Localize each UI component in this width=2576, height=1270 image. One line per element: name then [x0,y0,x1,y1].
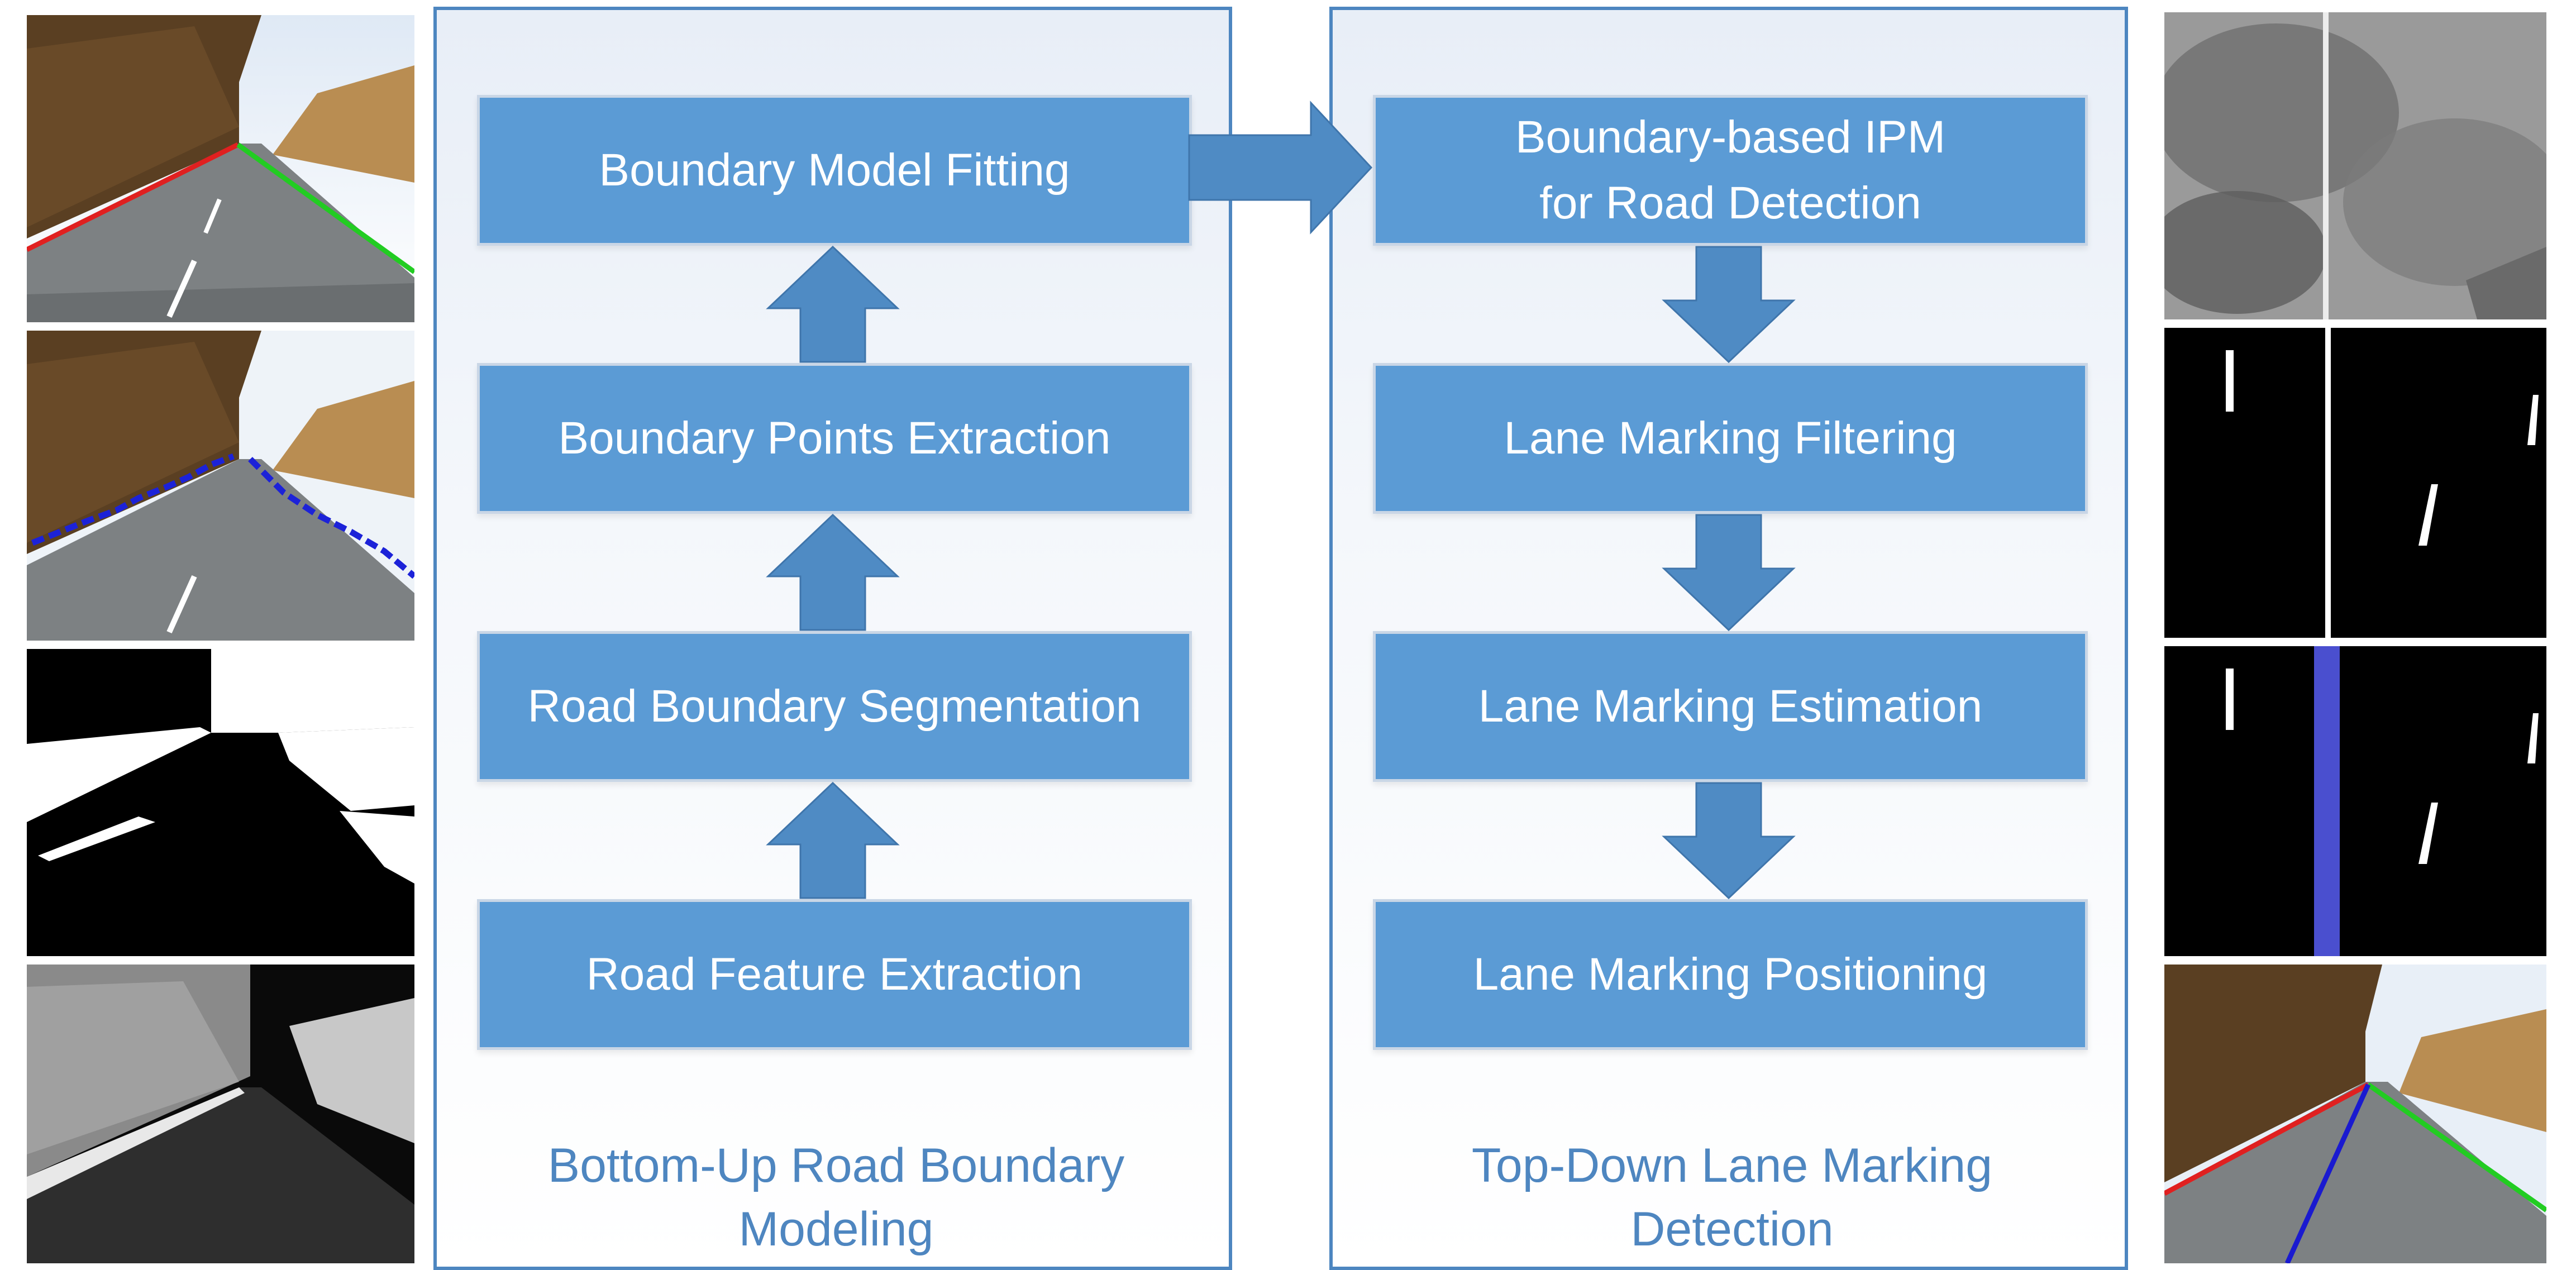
down-arrow-2 [1662,514,1796,632]
right-arrow-connector [1188,101,1373,235]
top-down-panel: Boundary-based IPM for Road Detection La… [1329,7,2128,1270]
up-arrow-1 [766,245,900,363]
lane-marking-positioning-box: Lane Marking Positioning [1373,899,2088,1050]
binary-segmentation-mask-image [27,649,414,956]
grayscale-feature-map-image [27,965,414,1263]
up-arrow-2 [766,513,900,631]
boundary-model-fitting-box: Boundary Model Fitting [477,95,1192,246]
top-down-label: Top-Down Lane Marking Detection [1471,1139,1993,1256]
bottom-up-panel: Boundary Model Fitting Boundary Points E… [433,7,1232,1270]
road-photo-positioned-lanes-image [2164,965,2546,1263]
filtered-lane-markings-image [2164,328,2546,638]
boundary-based-ipm-box: Boundary-based IPM for Road Detection [1373,95,2088,246]
down-arrow-3 [1662,782,1796,900]
road-photo-boundary-points-image [27,331,414,641]
bottom-up-label: Bottom-Up Road Boundary Modeling [547,1139,1125,1256]
road-boundary-segmentation-box: Road Boundary Segmentation [477,631,1192,782]
ipm-top-view-image [2164,12,2546,319]
lane-marking-estimation-box: Lane Marking Estimation [1373,631,2088,782]
road-photo-fitted-boundaries-image [27,15,414,322]
estimated-lane-marking-image [2164,646,2546,956]
up-arrow-3 [766,781,900,899]
road-feature-extraction-box: Road Feature Extraction [477,899,1192,1050]
boundary-points-extraction-box: Boundary Points Extraction [477,363,1192,514]
down-arrow-1 [1662,246,1796,364]
lane-marking-filtering-box: Lane Marking Filtering [1373,363,2088,514]
